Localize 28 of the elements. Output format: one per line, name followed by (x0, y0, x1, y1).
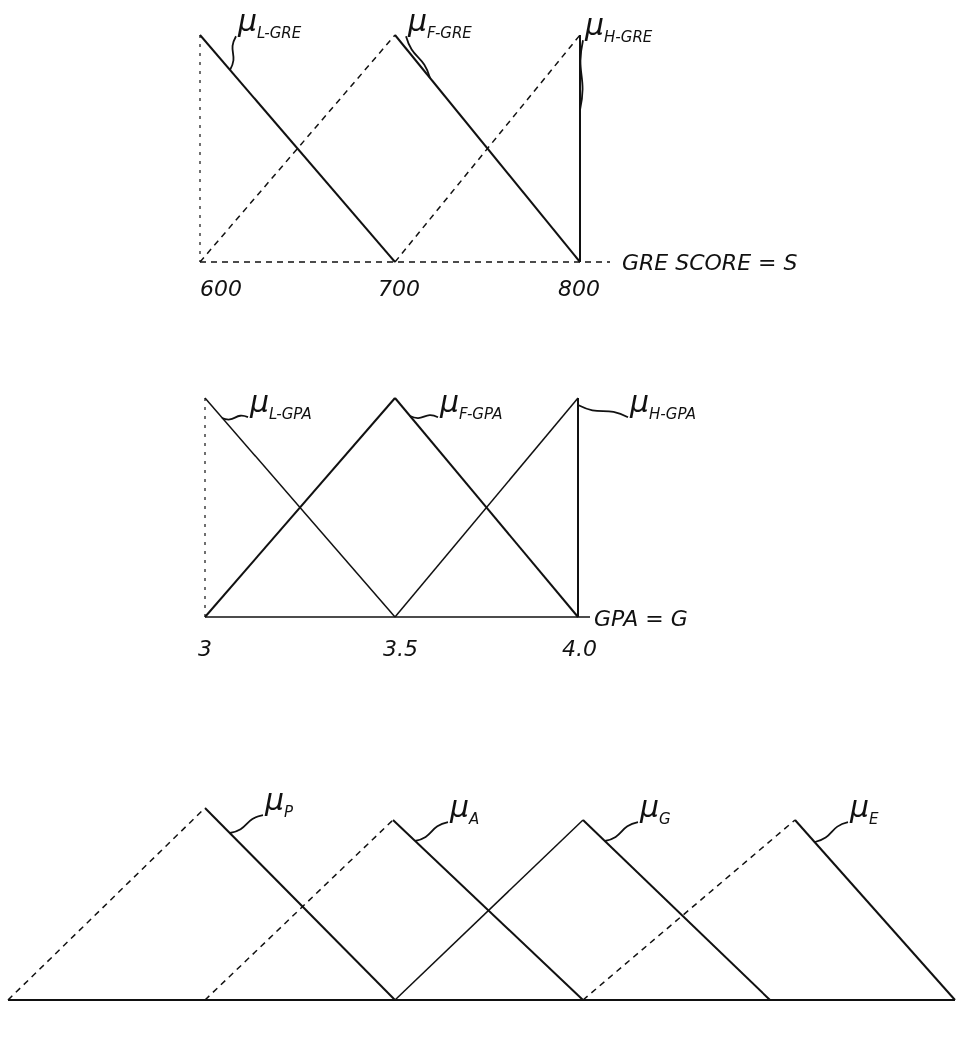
leader-line (414, 821, 449, 842)
leader-line (814, 821, 849, 843)
membership-label: μ$_{F-GPA}$ (440, 385, 503, 431)
leader-line (577, 404, 629, 419)
axis-title: GPA = G (594, 606, 688, 632)
membership-label: μ$_{L-GPA}$ (250, 385, 312, 431)
tick-label: 3.5 (383, 636, 418, 662)
tick-label: 800 (558, 276, 600, 302)
membership-label: μ$_{E}$ (850, 790, 879, 836)
leader-line (604, 821, 639, 842)
tick-label: 3 (198, 636, 212, 662)
leader-line (579, 39, 584, 111)
membership-label: μ$_{A}$ (450, 790, 480, 836)
membership-label: μ$_{F-GRE}$ (408, 4, 472, 50)
membership-label: μ$_{H-GPA}$ (630, 385, 696, 431)
axis-title: GRE SCORE = S (622, 250, 798, 276)
leader-line (221, 414, 249, 421)
membership-label: μ$_{L-GRE}$ (238, 4, 302, 50)
tick-label: 4.0 (562, 636, 597, 662)
tick-label: 700 (378, 276, 420, 302)
tick-label: 600 (200, 276, 242, 302)
membership-label: μ$_{G}$ (640, 790, 671, 836)
membership-label: μ$_{H-GRE}$ (585, 8, 653, 54)
membership-label: μ$_{P}$ (265, 783, 294, 829)
leader-line (405, 35, 431, 79)
leader-line (229, 35, 237, 71)
leader-line (409, 414, 439, 419)
leader-line (229, 814, 264, 834)
